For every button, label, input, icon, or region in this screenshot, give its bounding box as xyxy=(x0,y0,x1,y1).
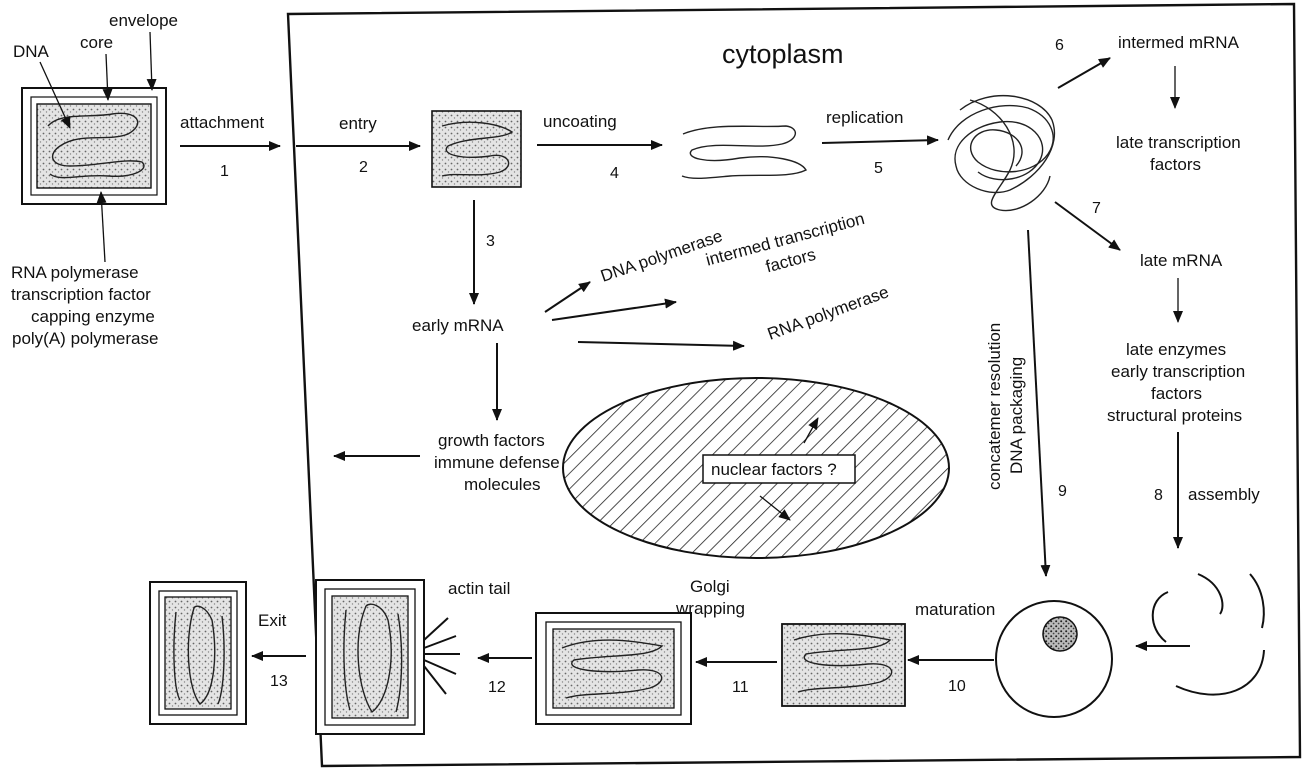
exited-virion xyxy=(150,582,246,724)
exit-label: Exit xyxy=(258,611,287,630)
actin-tail-label: actin tail xyxy=(448,579,510,598)
host-modulator-2: immune defense xyxy=(434,453,560,472)
viral-core-in-cytoplasm xyxy=(432,111,521,187)
early-mrna-label: early mRNA xyxy=(412,316,504,335)
virion-enzymes-list: RNA polymerase transcription factor capp… xyxy=(11,263,158,348)
rna-polymerase-label: RNA polymerase xyxy=(765,282,891,343)
cytoplasm-title: cytoplasm xyxy=(722,39,844,69)
late-mrna-label: late mRNA xyxy=(1140,251,1223,270)
step-number-3: 3 xyxy=(486,233,495,250)
uncoated-dna xyxy=(682,126,806,178)
virion-enzyme-3: capping enzyme xyxy=(31,307,155,326)
late-product-4: structural proteins xyxy=(1107,406,1242,425)
late-product-3: factors xyxy=(1151,384,1202,403)
step-number-5: 5 xyxy=(874,160,883,177)
step-number-11: 11 xyxy=(732,679,749,696)
mature-virion xyxy=(782,624,905,706)
maturation-label: maturation xyxy=(915,600,995,619)
step-number-1: 1 xyxy=(220,163,229,180)
host-modulators-list: growth factors immune defense molecules xyxy=(434,431,560,494)
arrow-step-5 xyxy=(822,140,938,143)
step-number-9: 9 xyxy=(1058,483,1067,500)
step-number-13: 13 xyxy=(270,673,288,690)
dna-packaging-label: DNA packaging xyxy=(1007,357,1026,474)
step-number-10: 10 xyxy=(948,678,966,695)
step-number-8: 8 xyxy=(1154,487,1163,504)
virion-enzyme-2: transcription factor xyxy=(11,285,151,304)
virion-particle xyxy=(22,88,166,204)
late-products-list: late enzymes early transcription factors… xyxy=(1107,340,1245,425)
intermed-mrna-label: intermed mRNA xyxy=(1118,33,1240,52)
replicated-dna-concatemers xyxy=(948,96,1054,211)
late-product-2: early transcription xyxy=(1111,362,1245,381)
concatemer-resolution-label: concatemer resolution xyxy=(985,323,1004,490)
attachment-label: attachment xyxy=(180,113,264,132)
assembly-label: assembly xyxy=(1188,485,1260,504)
golgi-label: Golgi xyxy=(690,577,730,596)
step-number-7: 7 xyxy=(1092,200,1101,217)
nuclear-factors-label: nuclear factors ? xyxy=(711,460,837,479)
late-product-1: late enzymes xyxy=(1126,340,1226,359)
host-modulator-3: molecules xyxy=(464,475,541,494)
host-nucleus: nuclear factors ? xyxy=(563,378,949,558)
arrow-step-9 xyxy=(1028,230,1046,576)
step-number-12: 12 xyxy=(488,679,506,696)
step-number-6: 6 xyxy=(1055,37,1064,54)
late-transcription-factors-line2: factors xyxy=(1150,155,1201,174)
crescent-membranes xyxy=(1153,574,1264,695)
uncoating-label: uncoating xyxy=(543,112,617,131)
step-number-4: 4 xyxy=(610,165,619,182)
replication-label: replication xyxy=(826,108,904,127)
envelope-label: envelope xyxy=(109,11,178,30)
virion-enzyme-4: poly(A) polymerase xyxy=(12,329,158,348)
host-modulator-1: growth factors xyxy=(438,431,545,450)
enveloped-virion-with-actin-tail xyxy=(316,580,460,734)
arrow-step-6 xyxy=(1058,58,1110,88)
entry-label: entry xyxy=(339,114,377,133)
late-transcription-factors-line1: late transcription xyxy=(1116,133,1241,152)
step-number-2: 2 xyxy=(359,159,368,176)
wrapped-virion xyxy=(536,613,691,724)
arrow-step-7 xyxy=(1055,202,1120,250)
virion-enzyme-1: RNA polymerase xyxy=(11,263,139,282)
immature-virion xyxy=(996,601,1112,717)
core-label: core xyxy=(80,33,113,52)
dna-label: DNA xyxy=(13,42,50,61)
